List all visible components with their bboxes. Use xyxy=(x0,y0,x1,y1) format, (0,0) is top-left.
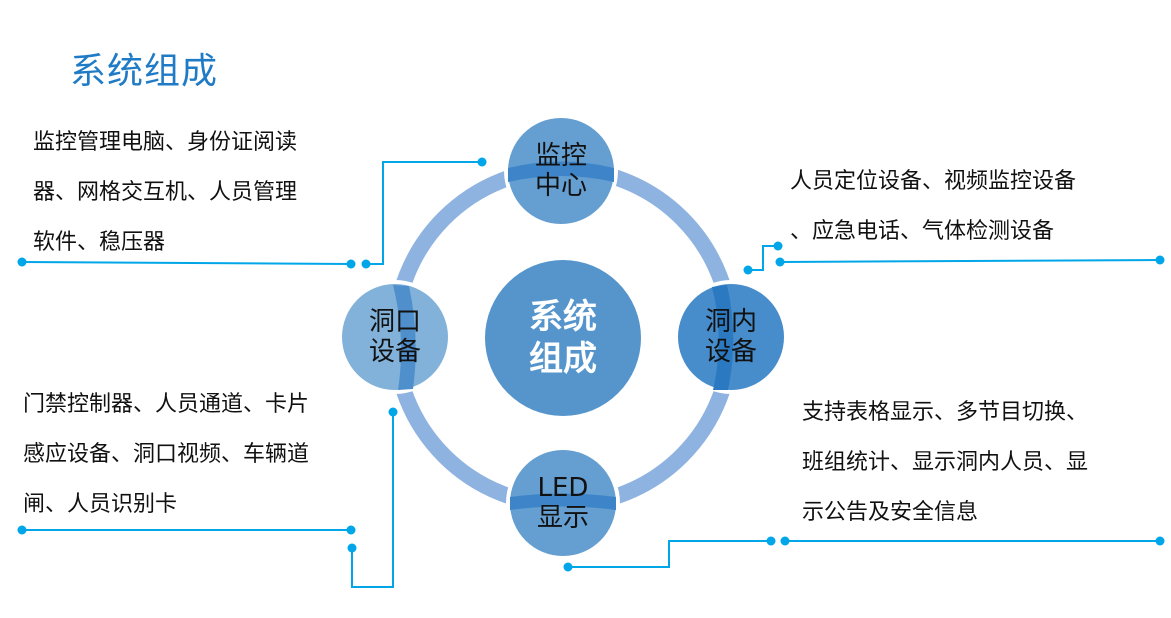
node-top-circle xyxy=(504,114,618,228)
desc-line: 闸、人员识别卡 xyxy=(23,492,178,517)
desc-top-right: 人员定位设备、视频监控设备 、应急电话、气体检测设备 xyxy=(790,157,1076,257)
node-bottom-line1: LED xyxy=(537,473,589,503)
node-right-line1: 洞内 xyxy=(704,307,757,337)
desc-line: 人员定位设备、视频监控设备 xyxy=(790,169,1077,194)
center-circle xyxy=(485,260,641,416)
center-label: 系统组成 xyxy=(485,260,641,416)
desc-line: 监控管理电脑、身份证阅读 xyxy=(33,130,298,155)
node-top-line1: 监控 xyxy=(534,141,587,171)
node-left-label: 洞口设备 xyxy=(342,284,448,390)
node-top-label: 监控中心 xyxy=(508,118,614,224)
node-left-circle xyxy=(338,280,452,394)
connectors xyxy=(21,161,1161,588)
desc-line: 班组统计、显示洞内人员、显 xyxy=(802,450,1089,475)
desc-line: 软件、稳压器 xyxy=(33,230,166,255)
desc-top-left: 监控管理电脑、身份证阅读 器、网格交互机、人员管理 软件、稳压器 xyxy=(33,118,297,268)
node-bottom-line2: 显示 xyxy=(536,503,589,533)
desc-line: 支持表格显示、多节目切换、 xyxy=(802,400,1089,425)
node-right-circle xyxy=(674,280,788,394)
page-title: 系统组成 xyxy=(70,51,219,92)
desc-bottom-right: 支持表格显示、多节目切换、 班组统计、显示洞内人员、显 示公告及安全信息 xyxy=(802,388,1088,538)
desc-line: 、应急电话、气体检测设备 xyxy=(790,219,1055,244)
desc-line: 器、网格交互机、人员管理 xyxy=(33,180,298,205)
desc-line: 门禁控制器、人员通道、卡片 xyxy=(23,392,310,417)
node-right-label: 洞内设备 xyxy=(678,284,784,390)
desc-line: 示公告及安全信息 xyxy=(802,500,979,525)
node-left-line2: 设备 xyxy=(368,337,421,367)
connector-dots xyxy=(17,157,1165,572)
desc-bottom-left: 门禁控制器、人员通道、卡片 感应设备、洞口视频、车辆道 闸、人员识别卡 xyxy=(23,380,309,530)
center-line1: 系统 xyxy=(529,297,597,337)
desc-line: 感应设备、洞口视频、车辆道 xyxy=(23,442,310,467)
node-bottom-circle xyxy=(506,446,620,560)
center-line2: 组成 xyxy=(529,339,597,379)
node-left-line1: 洞口 xyxy=(368,307,421,337)
node-top-line2: 中心 xyxy=(534,171,587,201)
node-right-line2: 设备 xyxy=(704,337,757,367)
